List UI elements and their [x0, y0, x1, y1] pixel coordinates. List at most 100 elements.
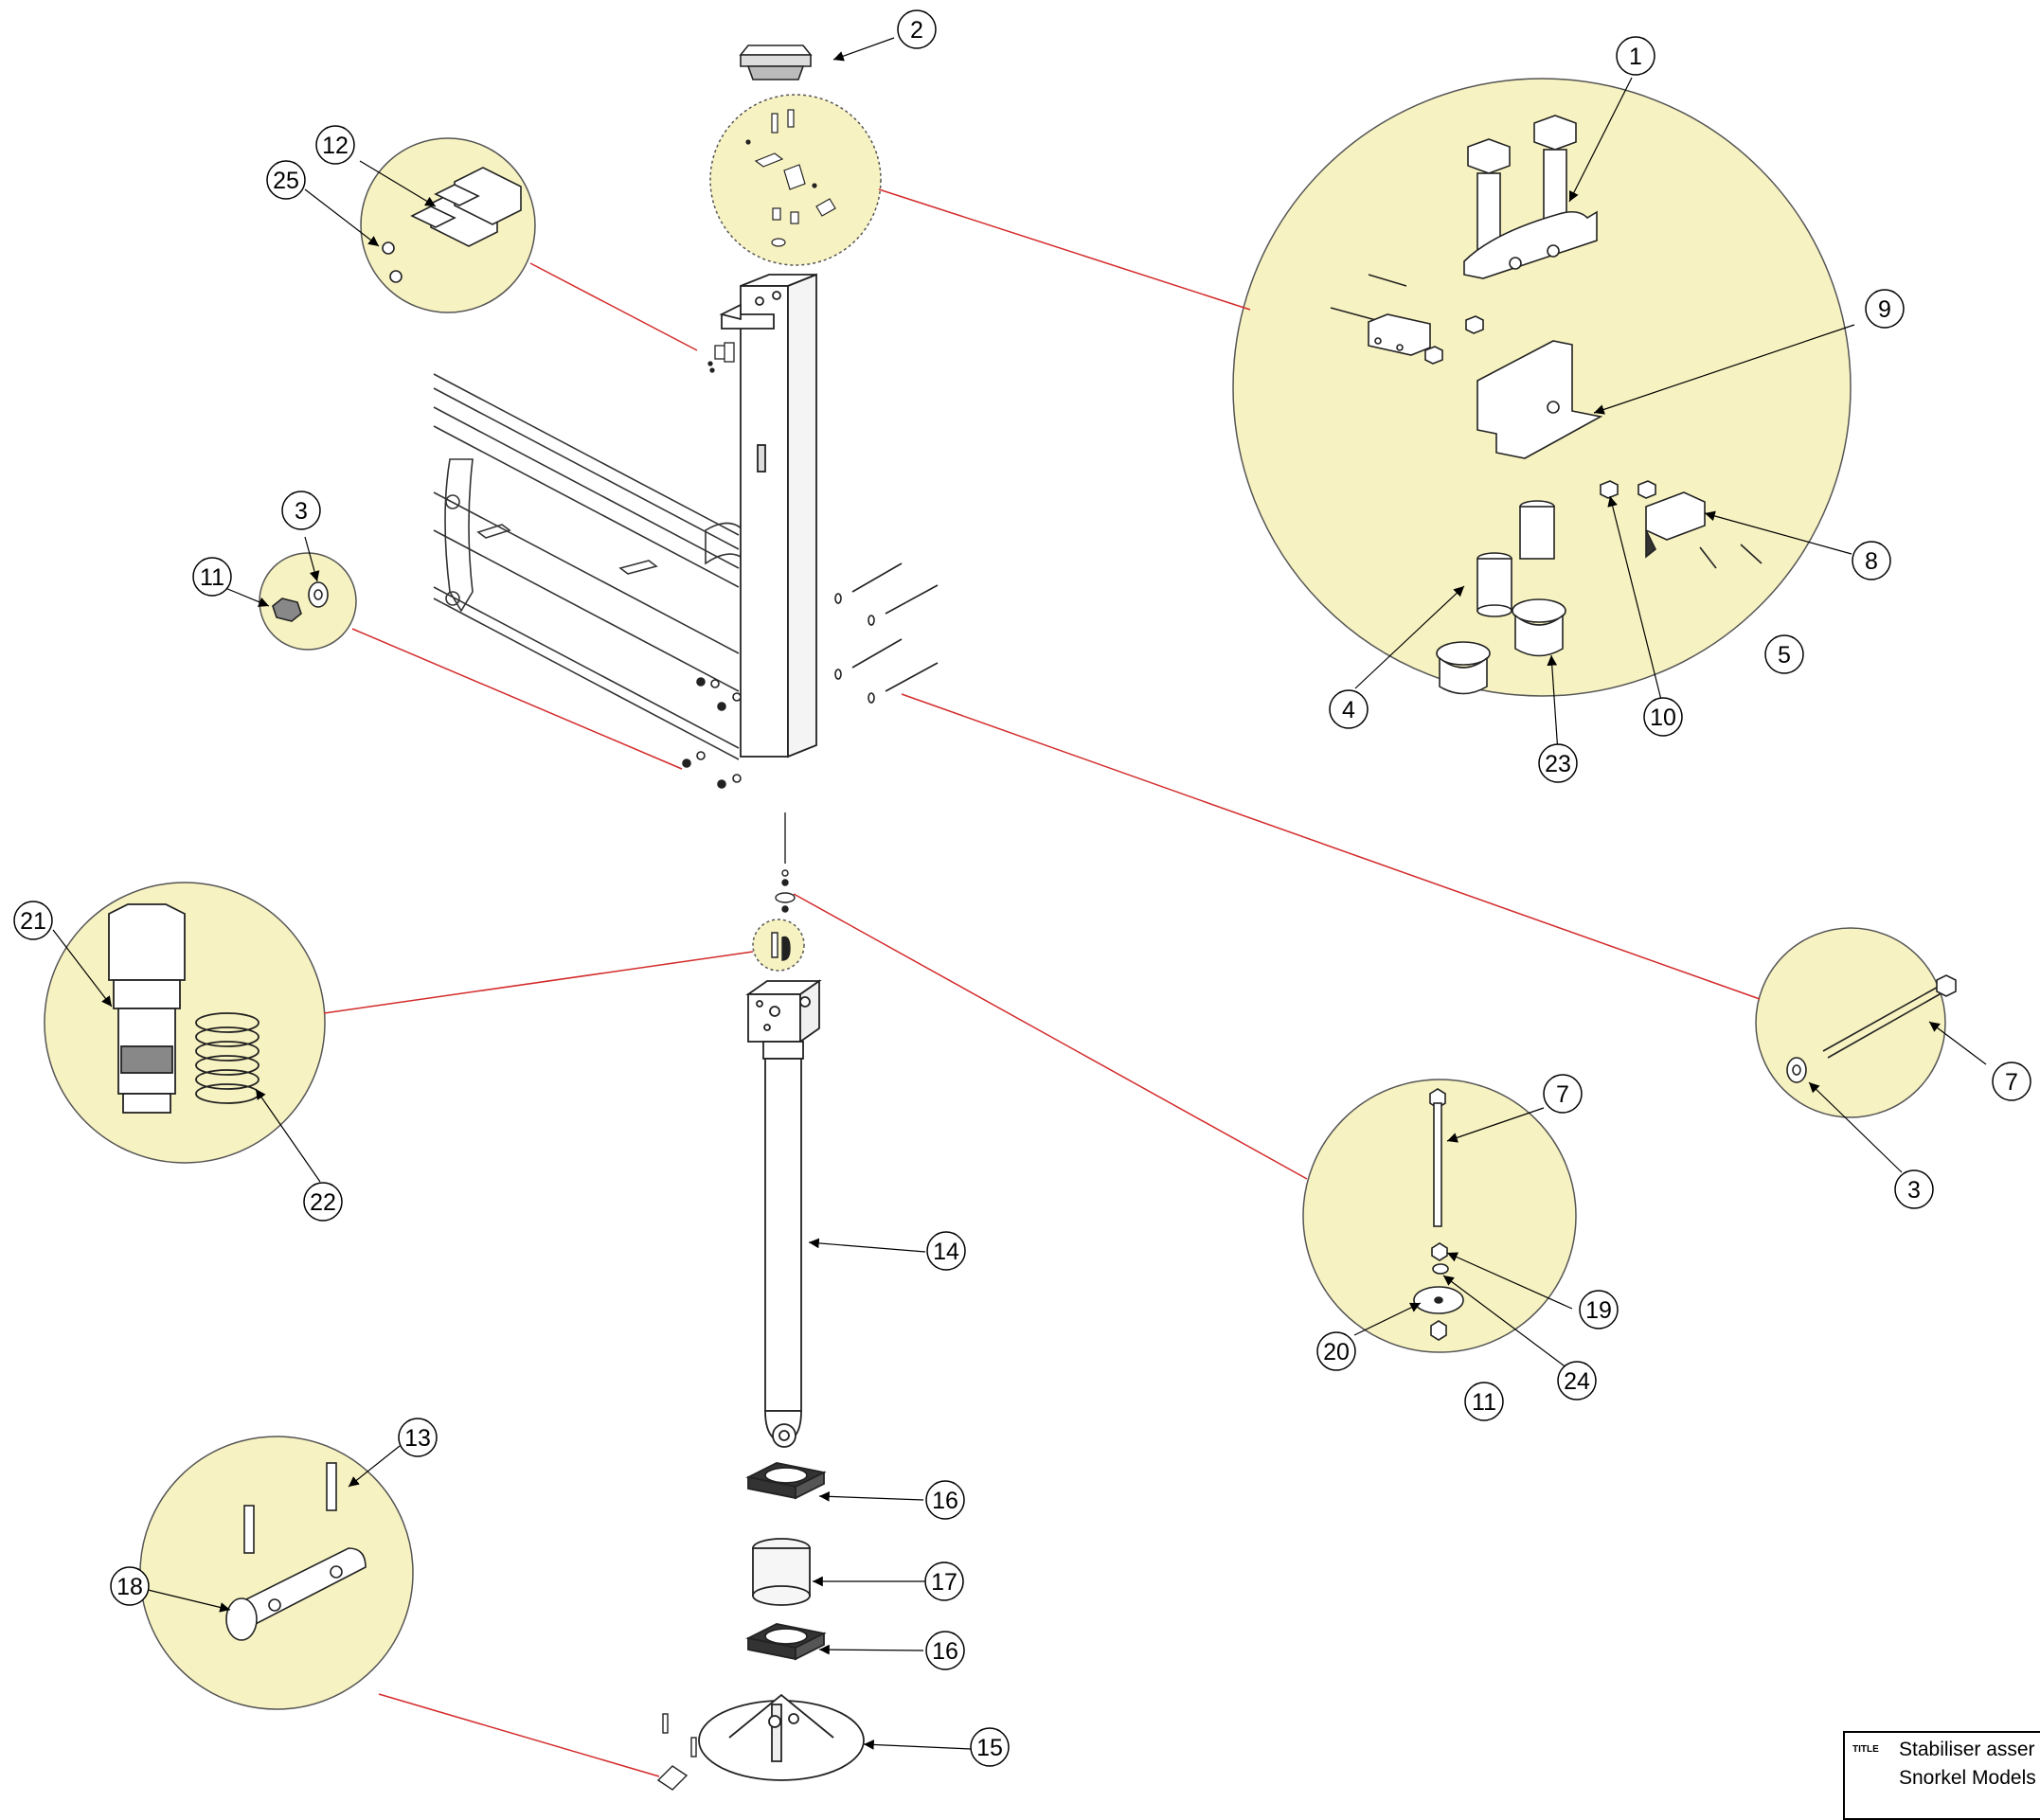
balloon-circle	[1852, 541, 1891, 580]
balloon-b7a: 7	[1543, 1074, 1583, 1114]
nut-washer-parts	[272, 581, 329, 622]
balloon-b20: 20	[1316, 1331, 1356, 1371]
balloon-label: 2	[910, 17, 923, 44]
balloon-circle	[925, 1631, 965, 1670]
title-tag: TITLE	[1852, 1744, 1879, 1755]
balloon-b10: 10	[1643, 697, 1683, 737]
balloon-b18: 18	[110, 1566, 150, 1606]
balloon-b15: 15	[970, 1727, 1010, 1767]
detail-long-bolt	[1755, 927, 1946, 1118]
balloon-circle	[1643, 697, 1683, 737]
bracket-parts	[1330, 115, 1763, 695]
balloon-arrows	[52, 37, 1987, 1750]
balloon-label: 20	[1323, 1339, 1350, 1365]
balloon-label: 8	[1865, 548, 1878, 575]
balloon-circle	[281, 491, 321, 530]
balloon-label: 18	[116, 1574, 143, 1600]
balloon-b16b: 16	[925, 1631, 965, 1670]
balloon-label: 19	[1585, 1297, 1612, 1324]
balloon-circle	[110, 1566, 150, 1606]
balloon-circle	[1992, 1062, 2031, 1101]
balloon-b24: 24	[1557, 1361, 1597, 1401]
balloon-b14: 14	[926, 1231, 966, 1271]
hydraulic-cylinder	[745, 979, 822, 1448]
balloon-label: 11	[200, 564, 224, 591]
detail-leader-lines	[323, 188, 1761, 1777]
fitting-on-column	[707, 342, 735, 373]
balloon-b11a: 11	[192, 557, 232, 597]
balloon-b12: 12	[315, 125, 355, 165]
detail-nut-washer	[259, 552, 357, 651]
pin-parts	[225, 1462, 367, 1641]
balloon-circle	[1579, 1290, 1619, 1329]
balloon-circle	[303, 1182, 343, 1222]
balloon-label: 5	[1778, 642, 1791, 669]
balloon-b17: 17	[924, 1561, 964, 1601]
balloon-b21: 21	[13, 901, 53, 940]
bearing-blocks	[698, 1462, 865, 1781]
balloon-label: 10	[1650, 705, 1676, 731]
balloon-b2: 2	[897, 9, 937, 49]
balloon-b13: 13	[398, 1418, 438, 1457]
detail-circles	[44, 78, 1946, 1710]
top-detail-parts	[745, 109, 836, 247]
side-bolts	[682, 562, 939, 789]
balloon-label: 21	[20, 908, 46, 935]
balloon-label: 22	[310, 1189, 336, 1216]
cartridge-spring-parts	[108, 903, 259, 1114]
balloon-b8: 8	[1852, 541, 1891, 580]
balloon-label: 3	[1907, 1177, 1921, 1204]
balloon-b5: 5	[1764, 634, 1804, 674]
balloon-circle	[192, 557, 232, 597]
balloon-label: 7	[2005, 1069, 2018, 1096]
balloon-label: 3	[295, 498, 308, 525]
balloon-b9: 9	[1865, 289, 1905, 329]
balloon-label: 9	[1878, 296, 1891, 323]
balloon-circle	[1538, 743, 1578, 783]
balloon-circle	[924, 1561, 964, 1601]
balloon-b4: 4	[1329, 689, 1369, 729]
balloon-circle	[970, 1727, 1010, 1767]
balloon-circle	[13, 901, 53, 940]
balloon-label: 12	[322, 133, 349, 159]
balloon-label: 4	[1342, 697, 1355, 723]
balloon-b11b: 11	[1464, 1382, 1504, 1421]
balloon-label: 16	[932, 1638, 958, 1665]
balloon-circle	[398, 1418, 438, 1457]
balloon-b25: 25	[266, 160, 306, 200]
balloon-circle	[925, 1480, 965, 1520]
balloon-label: 24	[1564, 1368, 1590, 1395]
balloon-b19: 19	[1579, 1290, 1619, 1329]
balloon-b3a: 3	[281, 491, 321, 530]
balloon-circle	[1764, 634, 1804, 674]
valve-stack	[771, 812, 796, 961]
balloon-circle	[926, 1231, 966, 1271]
balloon-b23: 23	[1538, 743, 1578, 783]
long-bolt-parts	[1786, 974, 1957, 1083]
balloon-b16a: 16	[925, 1480, 965, 1520]
stabiliser-column	[719, 273, 817, 758]
drawing-subtitle: Snorkel Models	[1899, 1767, 2036, 1789]
detail-valve-small	[752, 919, 805, 972]
balloon-circle	[1865, 289, 1905, 329]
balloon-circle	[1894, 1169, 1934, 1209]
balloon-b3b: 3	[1894, 1169, 1934, 1209]
balloon-circle	[266, 160, 306, 200]
drawing-title: Stabiliser asser	[1899, 1739, 2035, 1760]
balloon-b22: 22	[303, 1182, 343, 1222]
balloon-label: 7	[1556, 1081, 1569, 1108]
balloon-circle	[897, 9, 937, 49]
balloon-label: 25	[273, 168, 299, 194]
balloon-label: 15	[976, 1735, 1003, 1761]
balloon-label: 17	[931, 1569, 957, 1596]
balloon-circle	[1464, 1382, 1504, 1421]
bolt-stack-parts	[1413, 1088, 1464, 1341]
top-cap	[739, 45, 813, 80]
balloon-circle	[1316, 1331, 1356, 1371]
balloon-label: 16	[932, 1488, 958, 1514]
balloon-label: 14	[933, 1239, 959, 1265]
balloon-circle	[1543, 1074, 1583, 1114]
balloon-b1: 1	[1616, 36, 1655, 76]
frame-beam	[433, 373, 744, 760]
